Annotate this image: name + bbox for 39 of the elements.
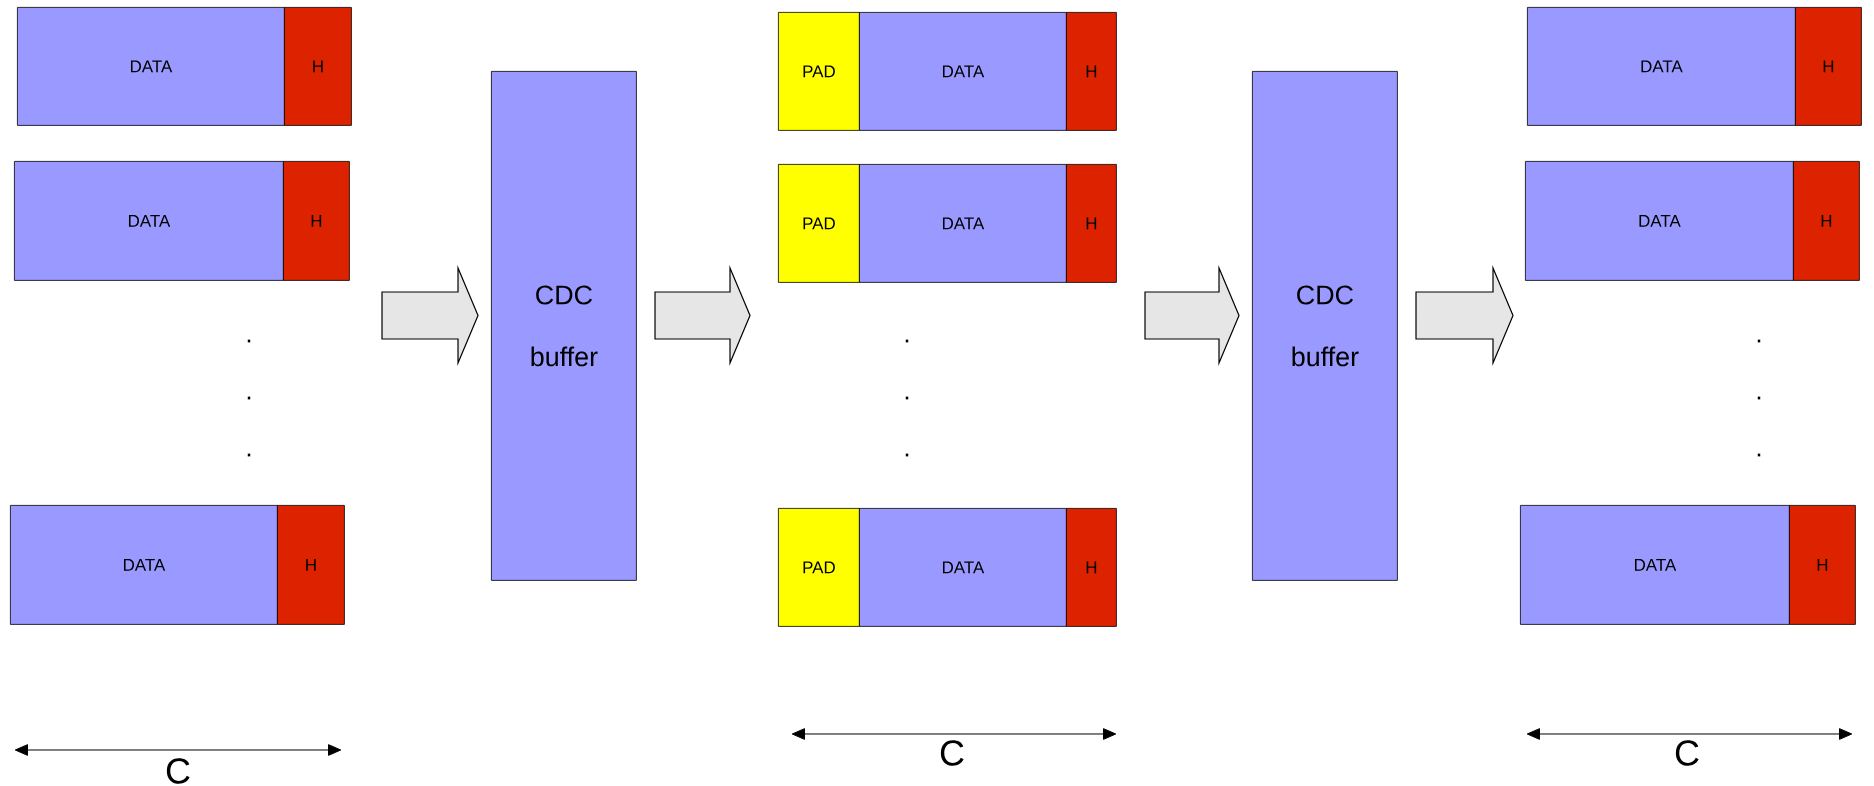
pad-block: PAD: [778, 164, 860, 283]
dot: .: [1757, 339, 1761, 343]
header-block: H: [1066, 508, 1117, 627]
data-block: DATA: [859, 12, 1067, 131]
dot: .: [247, 396, 251, 400]
dot: .: [1757, 396, 1761, 400]
header-block: H: [1066, 164, 1117, 283]
block-arrow: [1415, 265, 1514, 366]
buffer-box: CDC buffer: [491, 71, 637, 581]
header-block: H: [1793, 161, 1860, 281]
dot: .: [905, 396, 909, 400]
block-arrow: [381, 265, 479, 366]
data-block: DATA: [859, 508, 1067, 627]
data-block: DATA: [17, 7, 285, 126]
data-block: DATA: [859, 164, 1067, 283]
dot: .: [247, 453, 251, 457]
dimension-label: C: [940, 740, 964, 766]
header-block: H: [1795, 7, 1862, 126]
header-block: H: [284, 7, 352, 126]
data-block: DATA: [1520, 505, 1790, 625]
pad-block: PAD: [778, 12, 860, 131]
dot: .: [1757, 453, 1761, 457]
dot: .: [905, 453, 909, 457]
data-block: DATA: [14, 161, 284, 281]
data-block: DATA: [1525, 161, 1794, 281]
block-arrow: [654, 265, 751, 366]
dot: .: [247, 339, 251, 343]
buffer-box: CDC buffer: [1252, 71, 1398, 581]
data-block: DATA: [10, 505, 278, 625]
data-block: DATA: [1527, 7, 1796, 126]
dot: .: [905, 339, 909, 343]
dimension-label: C: [166, 758, 190, 784]
header-block: H: [283, 161, 350, 281]
header-block: H: [1066, 12, 1117, 131]
header-block: H: [1789, 505, 1856, 625]
header-block: H: [277, 505, 345, 625]
pad-block: PAD: [778, 508, 860, 627]
dimension-label: C: [1675, 740, 1699, 766]
block-arrow: [1144, 265, 1240, 366]
